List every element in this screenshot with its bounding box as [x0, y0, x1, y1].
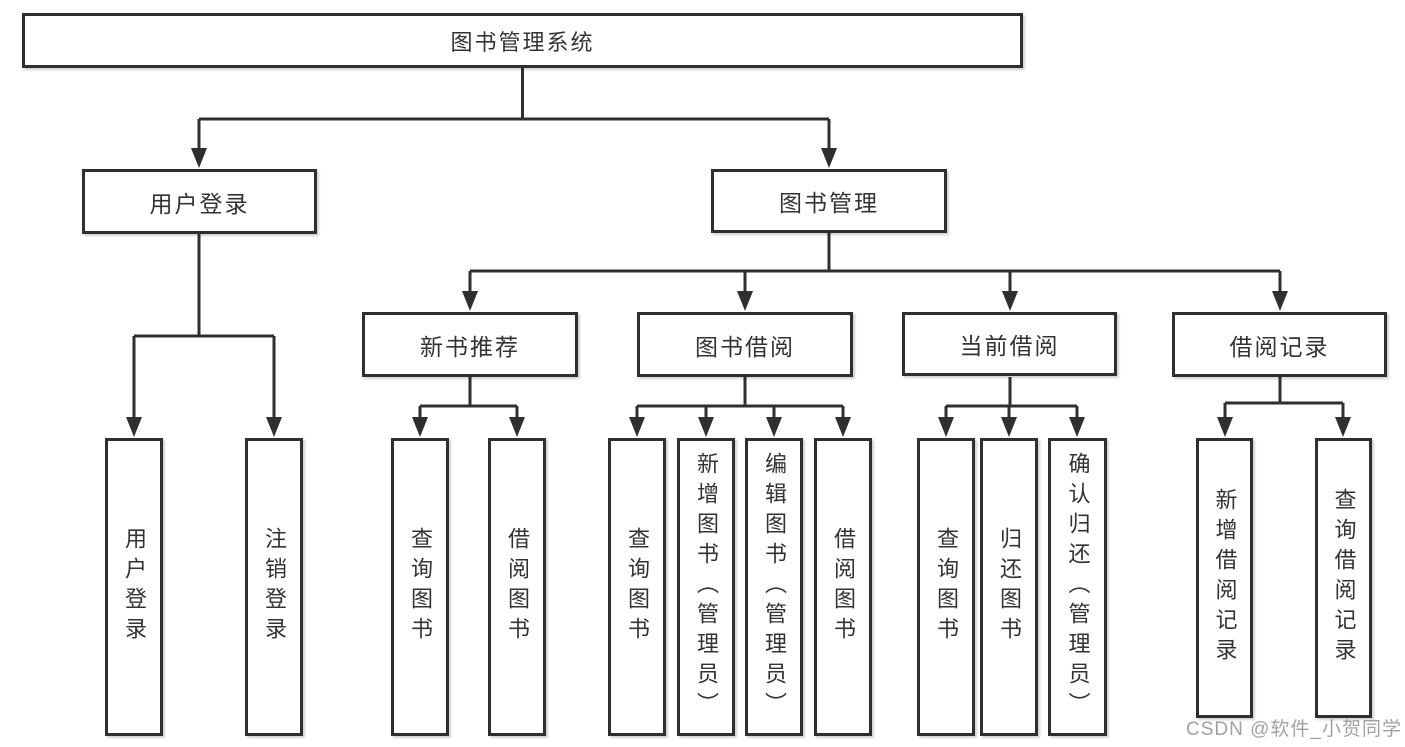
leaf-borrow-books-borrowing: 借阅图书 — [814, 438, 872, 736]
node-book-borrowing: 图书借阅 — [637, 312, 853, 377]
leaf-query-books-recommend: 查询图书 — [391, 438, 449, 736]
leaf-user-login: 用户登录 — [105, 438, 163, 736]
arrowheads — [126, 148, 1351, 437]
leaf-query-books-borrowing: 查询图书 — [608, 438, 666, 736]
node-book-management: 图书管理 — [711, 169, 947, 233]
leaf-confirm-return-admin: 确认归还（管理员） — [1048, 438, 1107, 736]
leaf-logout: 注销登录 — [245, 438, 303, 736]
node-user-login: 用户登录 — [82, 169, 317, 234]
leaf-add-borrow-record: 新增借阅记录 — [1196, 438, 1253, 718]
leaf-edit-books-admin: 编辑图书（管理员） — [745, 438, 803, 736]
leaf-return-books: 归还图书 — [980, 438, 1038, 736]
node-borrowing-records: 借阅记录 — [1172, 312, 1387, 377]
node-library-management-system: 图书管理系统 — [22, 13, 1023, 68]
node-current-borrowing: 当前借阅 — [902, 312, 1117, 376]
leaf-borrow-books-recommend: 借阅图书 — [488, 438, 546, 736]
leaf-add-books-admin: 新增图书（管理员） — [677, 438, 735, 736]
leaf-query-books-current: 查询图书 — [917, 438, 975, 736]
node-new-book-recommend: 新书推荐 — [362, 312, 578, 377]
leaf-query-borrow-record: 查询借阅记录 — [1315, 438, 1372, 718]
csdn-watermark: CSDN @软件_小贺同学 — [1186, 719, 1402, 740]
